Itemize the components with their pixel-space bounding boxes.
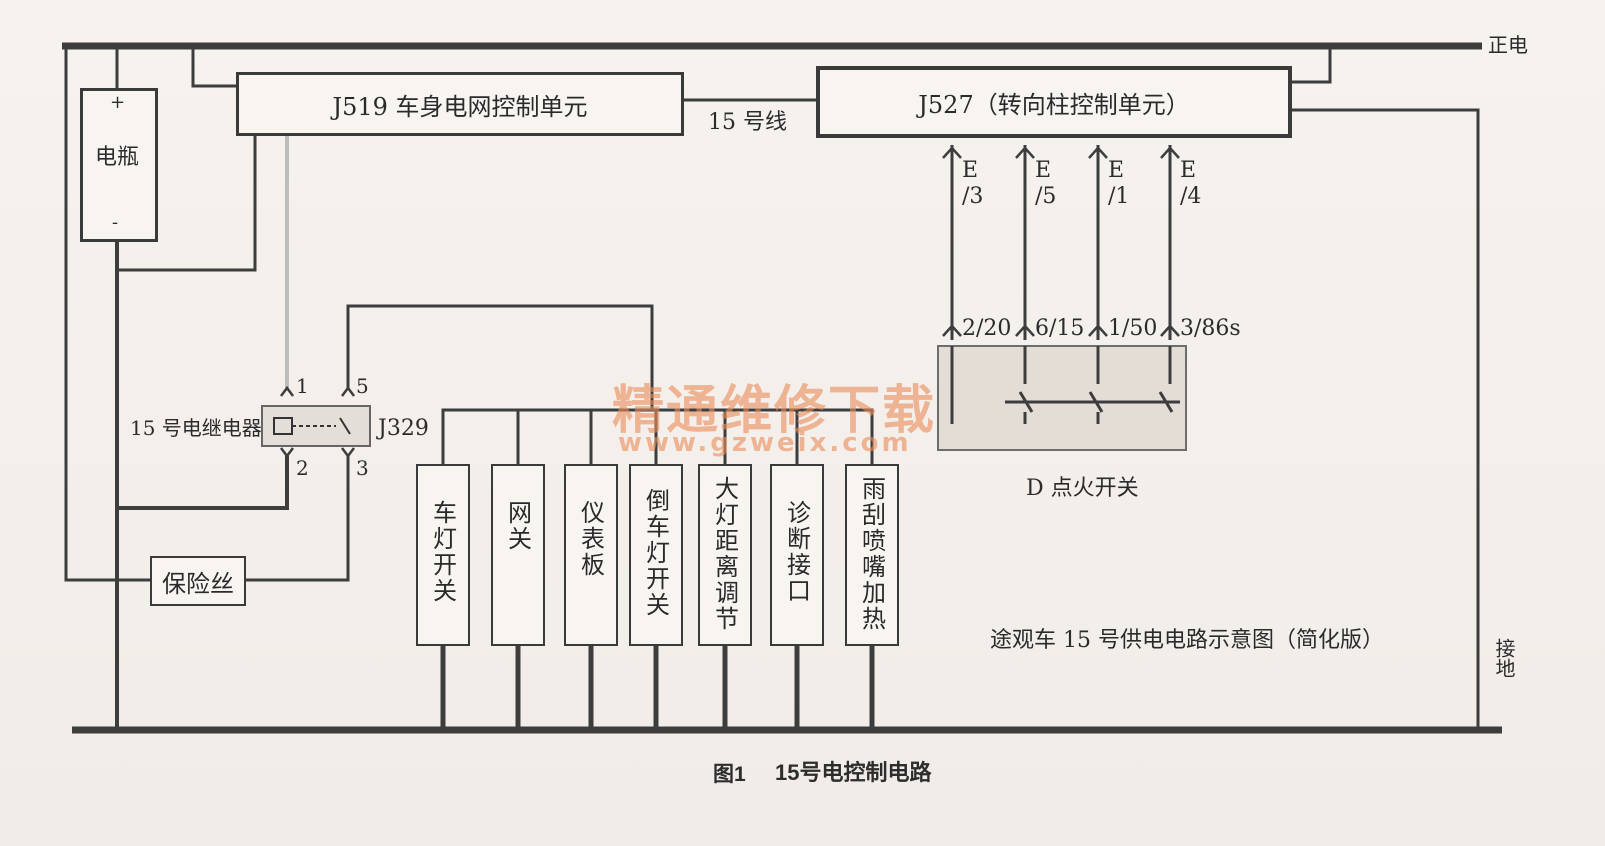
wire-relay-fuse xyxy=(246,456,350,582)
consumer-label-5: 大灯距离调节 xyxy=(710,476,739,632)
consumer-label-7: 雨刮喷嘴加热 xyxy=(857,476,886,632)
watermark-title: 精通维修下载 xyxy=(612,381,937,441)
connector-arrows xyxy=(280,146,1180,459)
switch-pin-1: 2/20 xyxy=(962,316,1012,341)
e-pin-3: /1 xyxy=(1108,184,1130,209)
consumer-label-2: 网关 xyxy=(503,500,532,552)
battery-box xyxy=(80,88,158,242)
consumer-label-4: 倒车灯开关 xyxy=(641,488,670,618)
e-connector-3: E xyxy=(1108,158,1125,183)
battery-minus-label: - xyxy=(112,212,119,233)
wire-consumer-grounds xyxy=(440,645,875,730)
j527-label: J527（转向柱控制单元） xyxy=(918,90,1190,119)
fuse-box: 保险丝 xyxy=(150,556,246,606)
relay-pin-1: 1 xyxy=(296,374,309,398)
figure-number: 图1 xyxy=(713,763,746,786)
consumer-light-switch: 车灯开关 xyxy=(416,464,470,646)
e-pin-2: /5 xyxy=(1035,184,1057,209)
relay-pin-3: 3 xyxy=(356,456,369,480)
wire-fuse-feed xyxy=(64,46,150,582)
e-connector-4: E xyxy=(1180,158,1197,183)
ignition-switch-contacts xyxy=(950,346,1180,424)
switch-pin-2: 6/15 xyxy=(1035,316,1085,341)
relay-label: 15 号电继电器 xyxy=(130,416,262,440)
consumer-label-3: 仪表板 xyxy=(576,500,605,578)
j329-label: J329 xyxy=(378,416,429,441)
wire-j519-ground xyxy=(117,135,257,272)
wire-relay-ground xyxy=(117,456,289,510)
ignition-switch-body xyxy=(937,345,1187,451)
wire-e-lines xyxy=(950,145,1172,340)
wire-j519-supply xyxy=(191,46,236,88)
relay-pin-5: 5 xyxy=(356,374,369,398)
relay-contact-icon xyxy=(339,417,351,435)
wire-j527-supply xyxy=(1290,46,1332,84)
consumer-gateway: 网关 xyxy=(491,464,545,646)
consumer-washer-heater: 雨刮喷嘴加热 xyxy=(845,464,899,646)
positive-label: 正电 xyxy=(1488,33,1528,57)
figure-caption: 15号电控制电路 xyxy=(775,760,932,785)
switch-pin-4: 3/86s xyxy=(1180,316,1241,341)
battery-label: 电瓶 xyxy=(95,145,140,170)
diagram-title: 途观车 15 号供电电路示意图（简化版） xyxy=(990,628,1384,653)
ground-label: 接地 xyxy=(1492,638,1516,678)
consumer-label-1: 车灯开关 xyxy=(428,500,457,604)
wire-relay-output xyxy=(346,304,654,410)
j527-module: J527（转向柱控制单元） xyxy=(816,66,1292,138)
e-pin-4: /4 xyxy=(1180,184,1202,209)
fuse-label: 保险丝 xyxy=(162,569,234,598)
j519-module: J519 车身电网控制单元 xyxy=(236,72,684,136)
battery-plus-label: + xyxy=(110,92,126,113)
e-pin-1: /3 xyxy=(962,184,984,209)
consumer-reverse-light-switch: 倒车灯开关 xyxy=(629,464,683,646)
line15-label: 15 号线 xyxy=(708,110,787,135)
e-connector-2: E xyxy=(1035,158,1052,183)
consumer-label-6: 诊断接口 xyxy=(782,500,811,604)
j519-label: J519 车身电网控制单元 xyxy=(332,92,588,121)
watermark-url: www.gzweix.com xyxy=(618,428,912,458)
consumer-headlight-range: 大灯距离调节 xyxy=(698,464,752,646)
consumer-instrument-panel: 仪表板 xyxy=(564,464,618,646)
ignition-switch-label: D 点火开关 xyxy=(1026,476,1139,501)
e-connector-1: E xyxy=(962,158,979,183)
wire-j527-ground xyxy=(1290,108,1480,730)
relay-pin-2: 2 xyxy=(296,456,309,480)
consumer-diagnostic-port: 诊断接口 xyxy=(770,464,824,646)
switch-pin-3: 1/50 xyxy=(1108,316,1158,341)
